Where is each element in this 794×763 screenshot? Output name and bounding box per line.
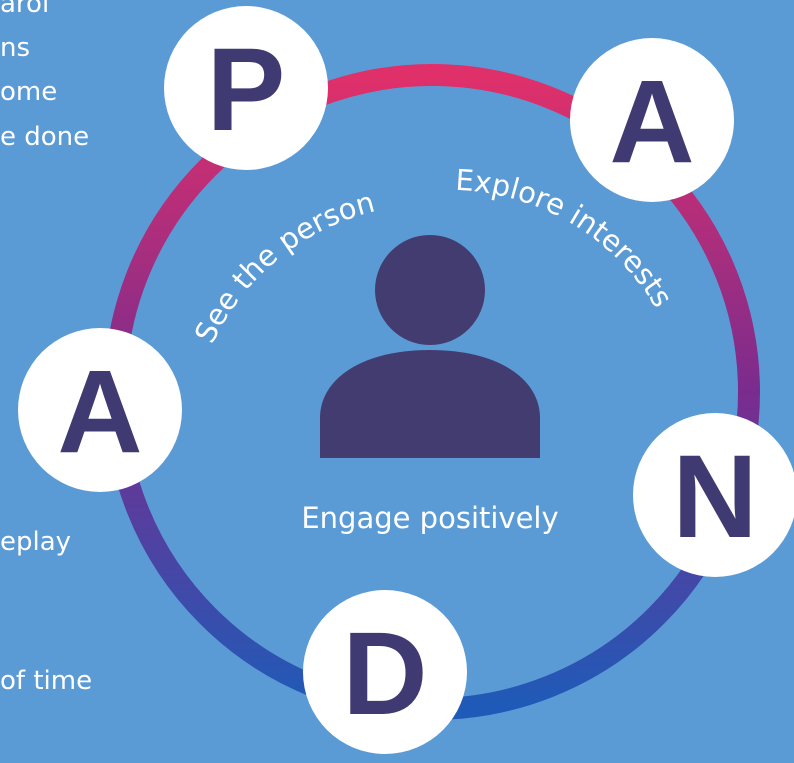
left-text-line-2: ns [0, 33, 31, 63]
letter-node-p-circle [164, 6, 328, 170]
letter-node-a-top-right-circle [570, 38, 734, 202]
label-engage-positively: Engage positively [301, 501, 558, 535]
letter-node-n: N [633, 413, 794, 577]
left-text-line-3: ome [0, 77, 58, 107]
letter-a-top-right: A [609, 56, 694, 188]
letter-node-n-circle [633, 413, 794, 577]
letter-n: N [672, 431, 757, 563]
letter-node-a-left-circle [18, 328, 182, 492]
letter-node-a-top-right: A [570, 38, 734, 202]
label-see-the-person: See the person [188, 185, 378, 348]
left-text-line-4: e done [0, 122, 90, 152]
person-icon-body [320, 350, 540, 458]
letter-p: P [207, 24, 286, 156]
person-icon [320, 235, 540, 458]
left-text-line-1: arol [0, 0, 50, 19]
letter-node-p: P [164, 6, 328, 170]
letter-node-d: D [303, 590, 467, 754]
letter-node-a-left: A [18, 328, 182, 492]
letter-a-left: A [57, 346, 142, 478]
left-text-line-5: eplay [0, 527, 72, 557]
letter-d: D [342, 608, 427, 740]
letter-node-d-circle [303, 590, 467, 754]
person-icon-head [375, 235, 485, 345]
left-text-line-6: of time [0, 666, 93, 696]
